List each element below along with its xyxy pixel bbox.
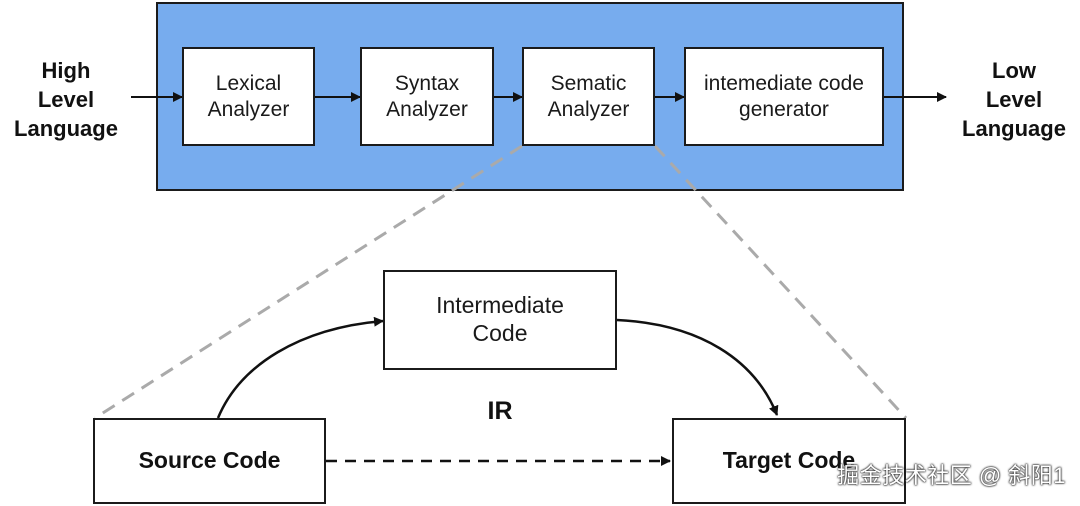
- output-language-label: Low Level Language: [962, 58, 1066, 141]
- input-language-label: High Level Language: [14, 58, 118, 141]
- stage-syntax-analyzer: Syntax Analyzer: [360, 47, 494, 146]
- zoom-line-right: [653, 144, 908, 420]
- stage-intermediate-code-generator: intemediate code generator: [684, 47, 884, 146]
- zoom-line-left: [94, 144, 523, 420]
- target-code-label: Target Code: [722, 447, 856, 474]
- arrow-intermediate-to-target: [616, 318, 779, 416]
- watermark: 掘金技术社区 @ 斜阳1: [837, 463, 1066, 488]
- intermediate-code-box: Intermediate Code: [383, 270, 617, 370]
- stage-semantic-analyzer: Sematic Analyzer: [522, 47, 655, 146]
- ir-label: IR: [487, 397, 513, 425]
- stage-label: Sematic Analyzer: [547, 72, 630, 121]
- target-code-box: Target Code: [672, 418, 906, 504]
- arrow-source-to-intermediate: [216, 316, 384, 419]
- intermediate-code-label: Intermediate Code: [436, 292, 564, 346]
- stage-label: Lexical Analyzer: [207, 72, 290, 121]
- stage-label: Syntax Analyzer: [386, 72, 468, 121]
- source-code-label: Source Code: [138, 447, 281, 474]
- stage-lexical-analyzer: Lexical Analyzer: [182, 47, 315, 146]
- source-code-box: Source Code: [93, 418, 326, 504]
- stage-label: intemediate code generator: [704, 72, 864, 121]
